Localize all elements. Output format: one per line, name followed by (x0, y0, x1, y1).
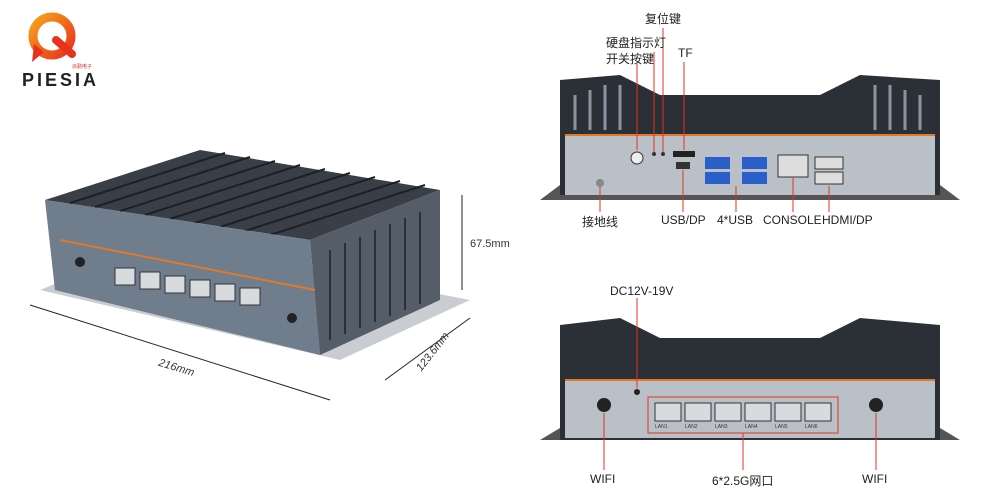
wifi-antenna-hole (869, 398, 883, 412)
hdd-led (652, 152, 656, 156)
dimension-lines (29, 195, 471, 401)
port-label: LAN5 (775, 424, 788, 430)
usb-port (705, 157, 730, 169)
dc-jack (634, 389, 640, 395)
label-power: 开关按键 (606, 52, 655, 66)
usb-port (705, 172, 730, 184)
label-console: CONSOLE (763, 213, 822, 227)
port-label: LAN2 (685, 424, 698, 430)
label-wifi-left: WIFI (590, 472, 616, 486)
tf-slot (673, 151, 695, 157)
ground-screw (596, 179, 604, 187)
logo-q-mark (28, 12, 76, 62)
label-reset: 复位键 (645, 12, 682, 26)
wifi-antenna-hole (597, 398, 611, 412)
device-front-view (540, 75, 960, 200)
port-label: LAN6 (805, 424, 818, 430)
port-label: LAN3 (715, 424, 728, 430)
device-rear-view (540, 318, 960, 440)
hdmi-port (814, 156, 844, 170)
label-lan: 6*2.5G网口 (712, 474, 774, 488)
power-button (630, 151, 644, 165)
lan-ports-front (114, 267, 261, 306)
label-ground: 接地线 (582, 215, 619, 229)
label-dc: DC12V-19V (610, 284, 674, 298)
wifi-antenna-hole (287, 313, 297, 323)
orange-stripe (59, 239, 316, 291)
height-dimension: 67.5mm (470, 238, 510, 250)
label-hdmi-dp: HDMI/DP (822, 213, 873, 227)
console-port (777, 154, 809, 178)
port-label: LAN4 (745, 424, 758, 430)
usb-port (742, 157, 767, 169)
label-wifi-right: WIFI (862, 472, 888, 486)
label-tf: TF (678, 46, 693, 60)
leader-lines (599, 28, 877, 470)
wifi-antenna-hole (75, 257, 85, 267)
reset-button (661, 152, 665, 156)
dp-port (814, 171, 844, 185)
usb-c-port (676, 162, 690, 169)
usb-port (742, 172, 767, 184)
label-hdd-led: 硬盘指示灯 (606, 36, 667, 50)
logo-text: PIESIA (22, 70, 100, 90)
lan-port-labels: LAN1 LAN2 LAN3 LAN4 LAN5 LAN6 (655, 424, 835, 430)
label-usb: 4*USB (717, 213, 754, 227)
logo-subtext: 派勤电子 (72, 64, 93, 70)
port-label: LAN1 (655, 424, 668, 430)
label-usb-dp: USB/DP (661, 213, 706, 227)
